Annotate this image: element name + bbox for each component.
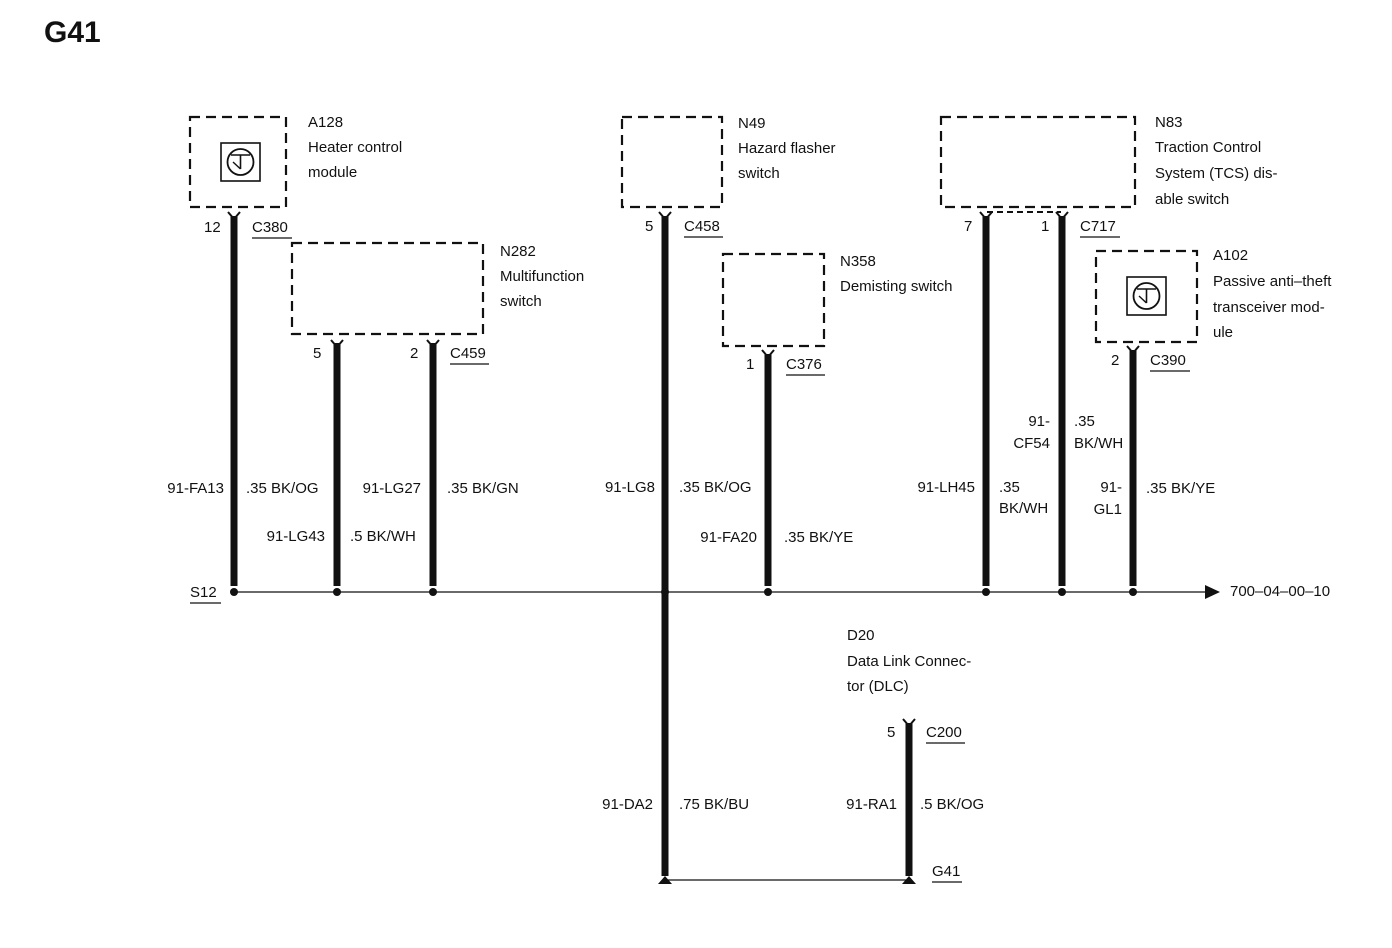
svg-text:D20: D20: [847, 627, 875, 644]
pin-number: 1: [746, 356, 754, 373]
svg-text:C200: C200: [926, 724, 962, 741]
ground-marks: [658, 876, 916, 884]
pin-number: 2: [1111, 352, 1119, 369]
svg-text:Hazard flasher: Hazard flasher: [738, 140, 836, 157]
pin-number: 2: [410, 345, 418, 362]
svg-text:.35: .35: [1074, 413, 1095, 430]
wire-spec-label: .5 BK/WH: [350, 528, 416, 545]
wire-circuit-label: 91-FA20: [700, 529, 757, 546]
svg-text:transceiver mod-: transceiver mod-: [1213, 299, 1325, 316]
tcs-disable-switch-box: [939, 115, 1137, 209]
wire-circuit-label: 91- GL1: [1094, 479, 1122, 518]
bus-reference-label: 700–04–00–10: [1230, 583, 1330, 600]
pin-number: 12: [204, 219, 221, 236]
svg-text:module: module: [308, 164, 357, 181]
ground-label-g41: G41: [932, 863, 962, 883]
svg-text:switch: switch: [500, 293, 542, 310]
connector-label-c380: C380: [252, 219, 292, 239]
svg-text:A128: A128: [308, 114, 343, 131]
component-label-n358: N358 Demisting switch: [840, 253, 953, 295]
svg-text:BK/WH: BK/WH: [1074, 435, 1123, 452]
svg-text:N49: N49: [738, 115, 766, 132]
heater-control-module-box: [188, 115, 288, 209]
svg-text:G41: G41: [932, 863, 960, 880]
connector-label-c458: C458: [684, 218, 723, 238]
pin-number: 5: [887, 724, 895, 741]
svg-text:C717: C717: [1080, 218, 1116, 235]
svg-text:ule: ule: [1213, 324, 1233, 341]
component-label-a128: A128 Heater control module: [308, 114, 402, 181]
wire-spec-label: .35 BK/YE: [1146, 480, 1215, 497]
component-label-n49: N49 Hazard flasher switch: [738, 115, 836, 182]
svg-text:able switch: able switch: [1155, 191, 1229, 208]
svg-text:switch: switch: [738, 165, 780, 182]
svg-text:BK/WH: BK/WH: [999, 500, 1048, 517]
svg-text:System (TCS) dis-: System (TCS) dis-: [1155, 165, 1278, 182]
wire-circuit-label: 91-RA1: [846, 796, 897, 813]
wire-spec-label: .35 BK/YE: [784, 529, 853, 546]
pin-number: 1: [1041, 218, 1049, 235]
svg-text:91-: 91-: [1100, 479, 1122, 496]
wire-circuit-label: 91-LH45: [917, 479, 975, 496]
wire-spec-label: .35 BK/GN: [447, 480, 519, 497]
hazard-flasher-switch-box: [620, 115, 724, 209]
wire-circuit-label: 91-LG43: [267, 528, 325, 545]
connector-label-c390: C390: [1150, 352, 1190, 372]
component-label-a102: A102 Passive anti–theft transceiver mod-…: [1213, 247, 1332, 341]
svg-text:91-: 91-: [1028, 413, 1050, 430]
svg-text:.35: .35: [999, 479, 1020, 496]
wire-spec-label: .35 BK/WH: [1074, 413, 1123, 452]
connector-label-c200: C200: [926, 724, 965, 744]
connector-label-c459: C459: [450, 345, 489, 365]
multifunction-switch-box: [290, 241, 485, 336]
splice-dots: [230, 588, 1137, 596]
passive-anti-theft-module-box: [1094, 249, 1199, 344]
wire-circuit-label: 91-DA2: [602, 796, 653, 813]
pin-number: 7: [964, 218, 972, 235]
wire-circuit-label: 91-LG8: [605, 479, 655, 496]
wire-circuit-label: 91- CF54: [1013, 413, 1050, 452]
svg-text:C390: C390: [1150, 352, 1186, 369]
transistor-icon: [1126, 276, 1167, 316]
svg-text:Passive anti–theft: Passive anti–theft: [1213, 273, 1332, 290]
wire-spec-label: .75 BK/BU: [679, 796, 749, 813]
svg-text:GL1: GL1: [1094, 501, 1122, 518]
svg-text:Multifunction: Multifunction: [500, 268, 584, 285]
svg-text:C380: C380: [252, 219, 288, 236]
svg-text:N358: N358: [840, 253, 876, 270]
transistor-icon: [220, 142, 261, 182]
svg-text:C376: C376: [786, 356, 822, 373]
demisting-switch-box: [721, 252, 826, 348]
svg-text:Traction Control: Traction Control: [1155, 139, 1261, 156]
pin-marks: [227, 211, 1140, 728]
wire-circuit-label: 91-FA13: [167, 480, 224, 497]
svg-text:tor (DLC): tor (DLC): [847, 678, 909, 695]
splice-label-s12: S12: [190, 584, 221, 604]
wire-spec-label: .35 BK/OG: [246, 480, 319, 497]
svg-text:Demisting switch: Demisting switch: [840, 278, 953, 295]
connector-label-c376: C376: [786, 356, 825, 376]
pin-number: 5: [645, 218, 653, 235]
page-title: G41: [44, 16, 101, 49]
svg-text:C458: C458: [684, 218, 720, 235]
wire-spec-label: .5 BK/OG: [920, 796, 984, 813]
svg-text:N282: N282: [500, 243, 536, 260]
component-label-n83: N83 Traction Control System (TCS) dis- a…: [1155, 114, 1278, 208]
component-label-n282: N282 Multifunction switch: [500, 243, 584, 310]
wire-spec-label: .35 BK/WH: [999, 479, 1048, 517]
bus-continuation-arrow-icon: [1205, 585, 1220, 599]
svg-text:CF54: CF54: [1013, 435, 1050, 452]
svg-text:S12: S12: [190, 584, 217, 601]
wire-circuit-label: 91-LG27: [363, 480, 421, 497]
component-label-d20: D20 Data Link Connec- tor (DLC): [847, 627, 971, 695]
svg-text:Heater control: Heater control: [308, 139, 402, 156]
connector-label-c717: C717: [1080, 218, 1120, 238]
pin-number: 5: [313, 345, 321, 362]
svg-text:N83: N83: [1155, 114, 1183, 131]
svg-text:Data Link Connec-: Data Link Connec-: [847, 653, 971, 670]
svg-text:C459: C459: [450, 345, 486, 362]
wire-spec-label: .35 BK/OG: [679, 479, 752, 496]
svg-text:A102: A102: [1213, 247, 1248, 264]
